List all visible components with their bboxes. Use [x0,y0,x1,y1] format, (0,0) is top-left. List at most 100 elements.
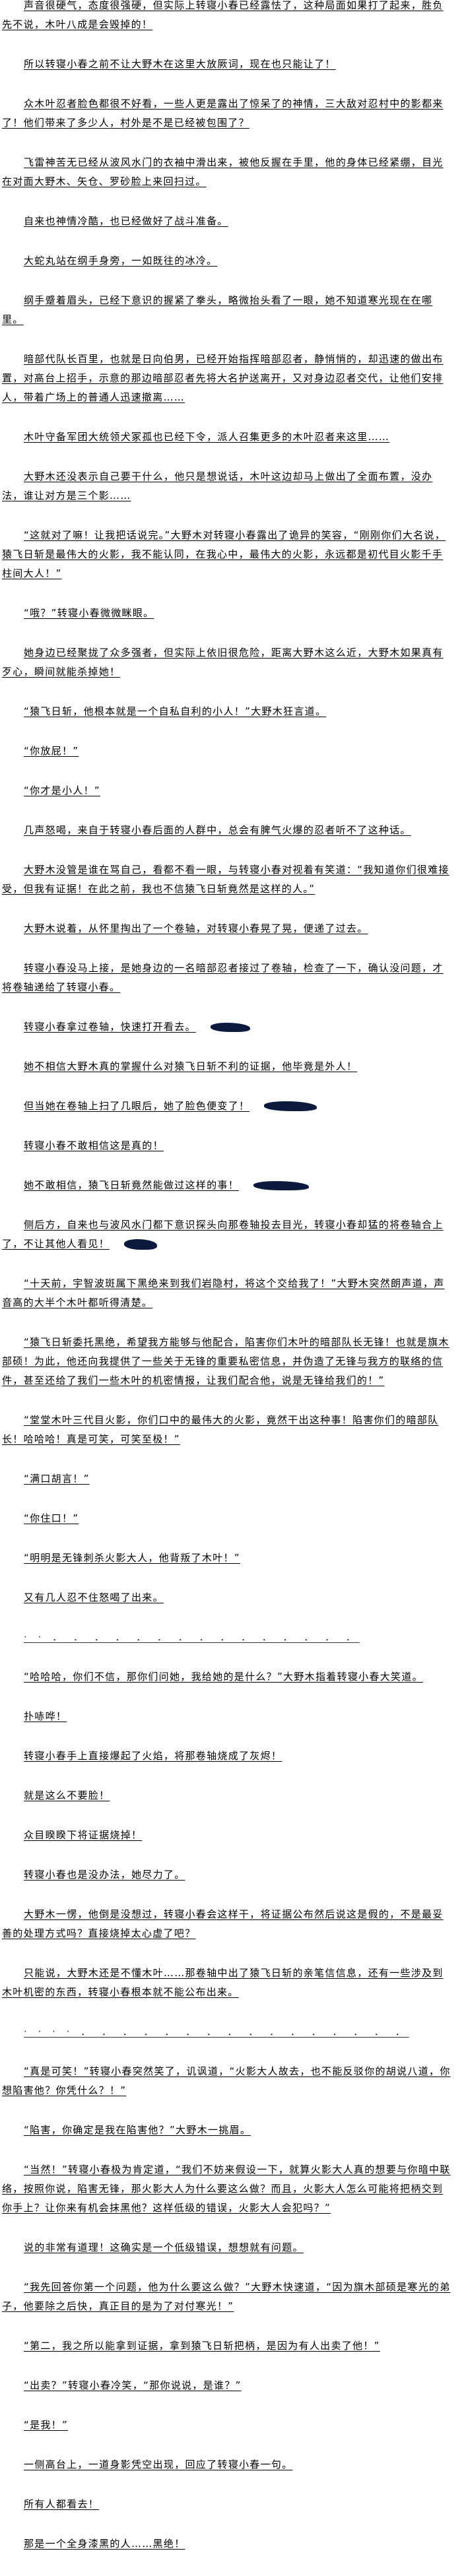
paragraph: “这就对了嘛！让我把话说完。”大野木对转寝小春露出了诡异的笑容，“刚刚你们大名说… [2,526,451,583]
paragraph-text: “你放屁！” [24,745,79,757]
paragraph-text: 大野木说着，从怀里掏出了一个卷轴，对转寝小春晃了晃，便递了过去。 [24,922,368,934]
paragraph-text: 一侧高台上，一道身影凭空出现，回应了转寝小春一句。 [24,2459,293,2470]
paragraph: 转寝小春手上直接爆起了火焰，将那卷轴烧成了灰烬！ [2,1747,451,1766]
paragraph: 大野木没管是谁在骂自己，看都不看一眼，与转寝小春对视着有笑道：“我知道你们很难接… [2,860,451,899]
paragraph: 转寝小春拿过卷轴，快速打开看去。 [2,1017,451,1037]
paragraph-text: 大野木一愣，他倒是没想过，转寝小春会这样干，将证据公布然后说这是假的，不是最妥善… [2,1908,444,1939]
paragraph: 木叶守备军团大统领犬冢孤也已经下令，派人召集更多的木叶忍者来这里…… [2,428,451,447]
paragraph: 她不敢相信，猿飞日斩竟然能做过这样的事！ [2,1176,451,1195]
paragraph: 众目睽睽下将证据烧掉！ [2,1826,451,1845]
paragraph: “是我！” [2,2416,451,2435]
paragraph: “猿飞日斩委托黑绝，希望我方能够与他配合，陷害你们木叶的暗部队长无锋！也就是旗木… [2,1333,451,1390]
paragraph-text: “是我！” [24,2419,69,2431]
paragraph-text: “第二，我之所以能拿到证据，拿到猿飞日斩把柄，是因为有人出卖了他！” [24,2340,380,2352]
paragraph: “猿飞日斩，他根本就是一个自私自利的小人！”大野木狂言道。 [2,702,451,721]
paragraph-text: 转寝小春不敢相信这是真的！ [24,1140,164,1151]
paragraph-text: “出卖？”转寝小春冷笑，“那你说说，是谁？” [24,2379,242,2391]
paragraph: 飞雷神苦无已经从波风水门的衣袖中滑出来，被他反握在手里，他的身体已经紧绷，目光在… [2,153,451,191]
paragraph-text: 大野木没管是谁在骂自己，看都不看一眼，与转寝小春对视着有笑道：“我知道你们很难接… [2,864,449,895]
paragraph-text: “陷害，你确定是我在陷害他？”大野木一挑眉。 [24,2124,251,2136]
paragraph: 几声怒喝，来自于转寝小春后面的人群中，总会有脾气火爆的忍者听不了这种话。 [2,821,451,840]
paragraph-text: “你住口！” [24,1512,79,1524]
paragraph-text: “猿飞日斩委托黑绝，希望我方能够与他配合，陷害你们木叶的暗部队长无锋！也就是旗木… [2,1336,449,1386]
paragraph: 自来也神情冷酷，也已经做好了战斗准备。 [2,212,451,231]
paragraph: 她身边已经聚拢了众多强者，但实际上依旧很危险，距离大野木这么近，大野木如果真有歹… [2,643,451,682]
paragraph: “十天前，宇智波斑属下黑绝来到我们岩隐村，将这个交给我了！”大野木突然朗声道，声… [2,1274,451,1312]
paragraph-text: 木叶守备军团大统领犬冢孤也已经下令，派人召集更多的木叶忍者来这里…… [24,431,390,443]
paragraph: 只能说，大野木还是不懂木叶……那卷轴中出了猿飞日斩的亲笔信信息，还有一些涉及到木… [2,1964,451,2002]
paragraph: “你放屁！” [2,742,451,761]
paragraph-text: “满口胡言！” [24,1473,90,1485]
paragraph: 转寝小春不敢相信这是真的！ [2,1136,451,1155]
paragraph-text: 但当她在卷轴上扫了几眼后，她了脸色便变了！ [24,1100,250,1112]
ink-smudge [264,1101,317,1111]
paragraph-text: 说的非常有道理！这确实是一个低级错误，想想就有问题。 [24,2241,304,2253]
paragraph: 又有几人忍不住怒喝了出来。 [2,1588,451,1607]
paragraph-text: 她不敢相信，猿飞日斩竟然能做过这样的事！ [24,1179,240,1191]
paragraph: 说的非常有道理！这确实是一个低级错误，想想就有问题。 [2,2238,451,2257]
paragraph: “你住口！” [2,1509,451,1528]
paragraph-text: 那是一个全身漆黑的人……黑绝！ [24,2538,185,2550]
paragraph: 扑哧哗！ [2,1707,451,1726]
paragraph-text: 纲手蹙着眉头，已经下意识的握紧了拳头，略微抬头看了一眼，她不知道寒光现在在哪里。 [2,294,433,325]
paragraph: 声音很硬气，态度很强硬，但实际上转寝小春已经露怯了，这种局面如果打了起来，胜负先… [2,0,451,34]
paragraph-text: “猿飞日斩，他根本就是一个自私自利的小人！”大野木狂言道。 [24,705,327,717]
paragraph: 大野木说着，从怀里掏出了一个卷轴，对转寝小春晃了晃，便递了过去。 [2,919,451,938]
paragraph: · · ． ． ． ． ． ． ． ． ． ． ． ． ． ． ． [2,1628,451,1647]
paragraph: 大野木一愣，他倒是没想过，转寝小春会这样干，将证据公布然后说这是假的，不是最妥善… [2,1905,451,1943]
paragraph-text: 又有几人忍不住怒喝了出来。 [24,1592,164,1603]
paragraph-text: 飞雷神苦无已经从波风水门的衣袖中滑出来，被他反握在手里，他的身体已经紧绷，目光在… [2,156,444,187]
paragraph-text: 她不相信大野木真的掌握什么对猿飞日斩不利的证据，他毕竟是外人！ [24,1060,358,1072]
paragraph-text: “你才是小人！” [24,785,100,796]
paragraph: 她不相信大野木真的掌握什么对猿飞日斩不利的证据，他毕竟是外人！ [2,1057,451,1076]
paragraph-text: 众木叶忍者脸色都很不好看，一些人更是露出了惊呆了的神情，三大敌对忍村中的影都来了… [2,98,444,129]
paragraph: “真是可笑！”转寝小春突然笑了，讥讽道，“火影大人故去，也不能反驳你的胡说八道，… [2,2062,451,2100]
paragraph: “哈哈哈，你们不信，那你们问她，我给她的是什么？”大野木指着转寝小春大笑道。 [2,1667,451,1687]
paragraph-text: “真是可笑！”转寝小春突然笑了，讥讽道，“火影大人故去，也不能反驳你的胡说八道，… [2,2065,451,2096]
paragraph-text: 所有人都看去！ [24,2498,100,2510]
paragraph: 一侧高台上，一道身影凭空出现，回应了转寝小春一句。 [2,2455,451,2474]
paragraph-text: 侧后方，自来也与波风水门都下意识探头向那卷轴投去目光，转寝小春却猛的将卷轴合上了… [2,1219,444,1250]
ink-smudge [124,1239,158,1250]
paragraph: · · · · ． ． ． ． ． ． ． ． ． ． ． ． ． ． ． ． [2,2022,451,2042]
paragraph: 大蛇丸站在纲手身旁，一如既往的冰冷。 [2,251,451,271]
paragraph: “第二，我之所以能拿到证据，拿到猿飞日斩把柄，是因为有人出卖了他！” [2,2336,451,2356]
paragraph-text: 转寝小春没马上接，是她身边的一名暗部忍者接过了卷轴，检查了一下，确认没问题，才将… [2,962,444,993]
paragraph: 暗部代队长百里，也就是日向伯男，已经开始指挥暗部忍者，静悄悄的，却迅速的做出布置… [2,350,451,407]
paragraph: “我先回答你第一个问题，他为什么要这么做？”大野木快速道，“因为旗木部硕是寒光的… [2,2278,451,2316]
ink-smudge [210,1022,250,1032]
paragraph: 但当她在卷轴上扫了几眼后，她了脸色便变了！ [2,1097,451,1116]
paragraph-text: · · · · ． ． ． ． ． ． ． ． ． ． ． ． ． ． ． ． [24,2026,409,2038]
paragraph: “哦？”转寝小春微微眯眼。 [2,604,451,623]
paragraph: “陷害，你确定是我在陷害他？”大野木一挑眉。 [2,2121,451,2140]
paragraph: 侧后方，自来也与波风水门都下意识探头向那卷轴投去目光，转寝小春却猛的将卷轴合上了… [2,1215,451,1254]
paragraph-text: 转寝小春手上直接爆起了火焰，将那卷轴烧成了灰烬！ [24,1750,282,1762]
paragraph: 所有人都看去！ [2,2495,451,2514]
paragraph-text: · · ． ． ． ． ． ． ． ． ． ． ． ． ． ． ． [24,1631,360,1643]
paragraph-text: “十天前，宇智波斑属下黑绝来到我们岩隐村，将这个交给我了！”大野木突然朗声道，声… [2,1277,445,1308]
paragraph: “出卖？”转寝小春冷笑，“那你说说，是谁？” [2,2376,451,2395]
paragraph-text: “这就对了嘛！让我把话说完。”大野木对转寝小春露出了诡异的笑容，“刚刚你们大名说… [2,529,446,579]
paragraph-text: 所以转寝小春之前不让大野木在这里大放厥词，现在也只能让了！ [24,58,336,70]
paragraph: “明明是无锋刺杀火影大人，他背叛了木叶！” [2,1549,451,1568]
paragraph-text: “哦？”转寝小春微微眯眼。 [24,607,154,619]
paragraph-text: “明明是无锋刺杀火影大人，他背叛了木叶！” [24,1552,240,1564]
paragraph: “当然！”转寝小春极为肯定道，“我们不妨来假设一下，就算火影大人真的想要与你暗中… [2,2160,451,2218]
paragraph: 众木叶忍者脸色都很不好看，一些人更是露出了惊呆了的神情，三大敌对忍村中的影都来了… [2,94,451,133]
paragraph-text: 就是这么不要脸！ [24,1789,110,1801]
paragraph-text: 只能说，大野木还是不懂木叶……那卷轴中出了猿飞日斩的亲笔信信息，还有一些涉及到木… [2,1967,444,1998]
paragraph-text: 转寝小春也是没办法，她尽力了。 [24,1869,185,1881]
ink-smudge [253,1180,310,1190]
paragraph: 纲手蹙着眉头，已经下意识的握紧了拳头，略微抬头看了一眼，她不知道寒光现在在哪里。 [2,291,451,329]
paragraph-text: 几声怒喝，来自于转寝小春后面的人群中，总会有脾气火爆的忍者听不了这种话。 [24,824,411,836]
paragraph-text: “哈哈哈，你们不信，那你们问她，我给她的是什么？”大野木指着转寝小春大笑道。 [24,1671,423,1683]
paragraph-text: 众目睽睽下将证据烧掉！ [24,1829,143,1841]
paragraph: 所以转寝小春之前不让大野木在这里大放厥词，现在也只能让了！ [2,55,451,74]
paragraph-text: “当然！”转寝小春极为肯定道，“我们不妨来假设一下，就算火影大人真的想要与你暗中… [2,2164,451,2214]
paragraph: 那是一个全身漆黑的人……黑绝！ [2,2534,451,2554]
paragraph: “堂堂木叶三代目火影，你们口中的最伟大的火影，竟然干出这种事！陷害你们的暗部队长… [2,1411,451,1449]
paragraph-text: 自来也神情冷酷，也已经做好了战斗准备。 [24,215,228,227]
paragraph: 转寝小春没马上接，是她身边的一名暗部忍者接过了卷轴，检查了一下，确认没问题，才将… [2,959,451,997]
paragraph: 转寝小春也是没办法，她尽力了。 [2,1865,451,1884]
